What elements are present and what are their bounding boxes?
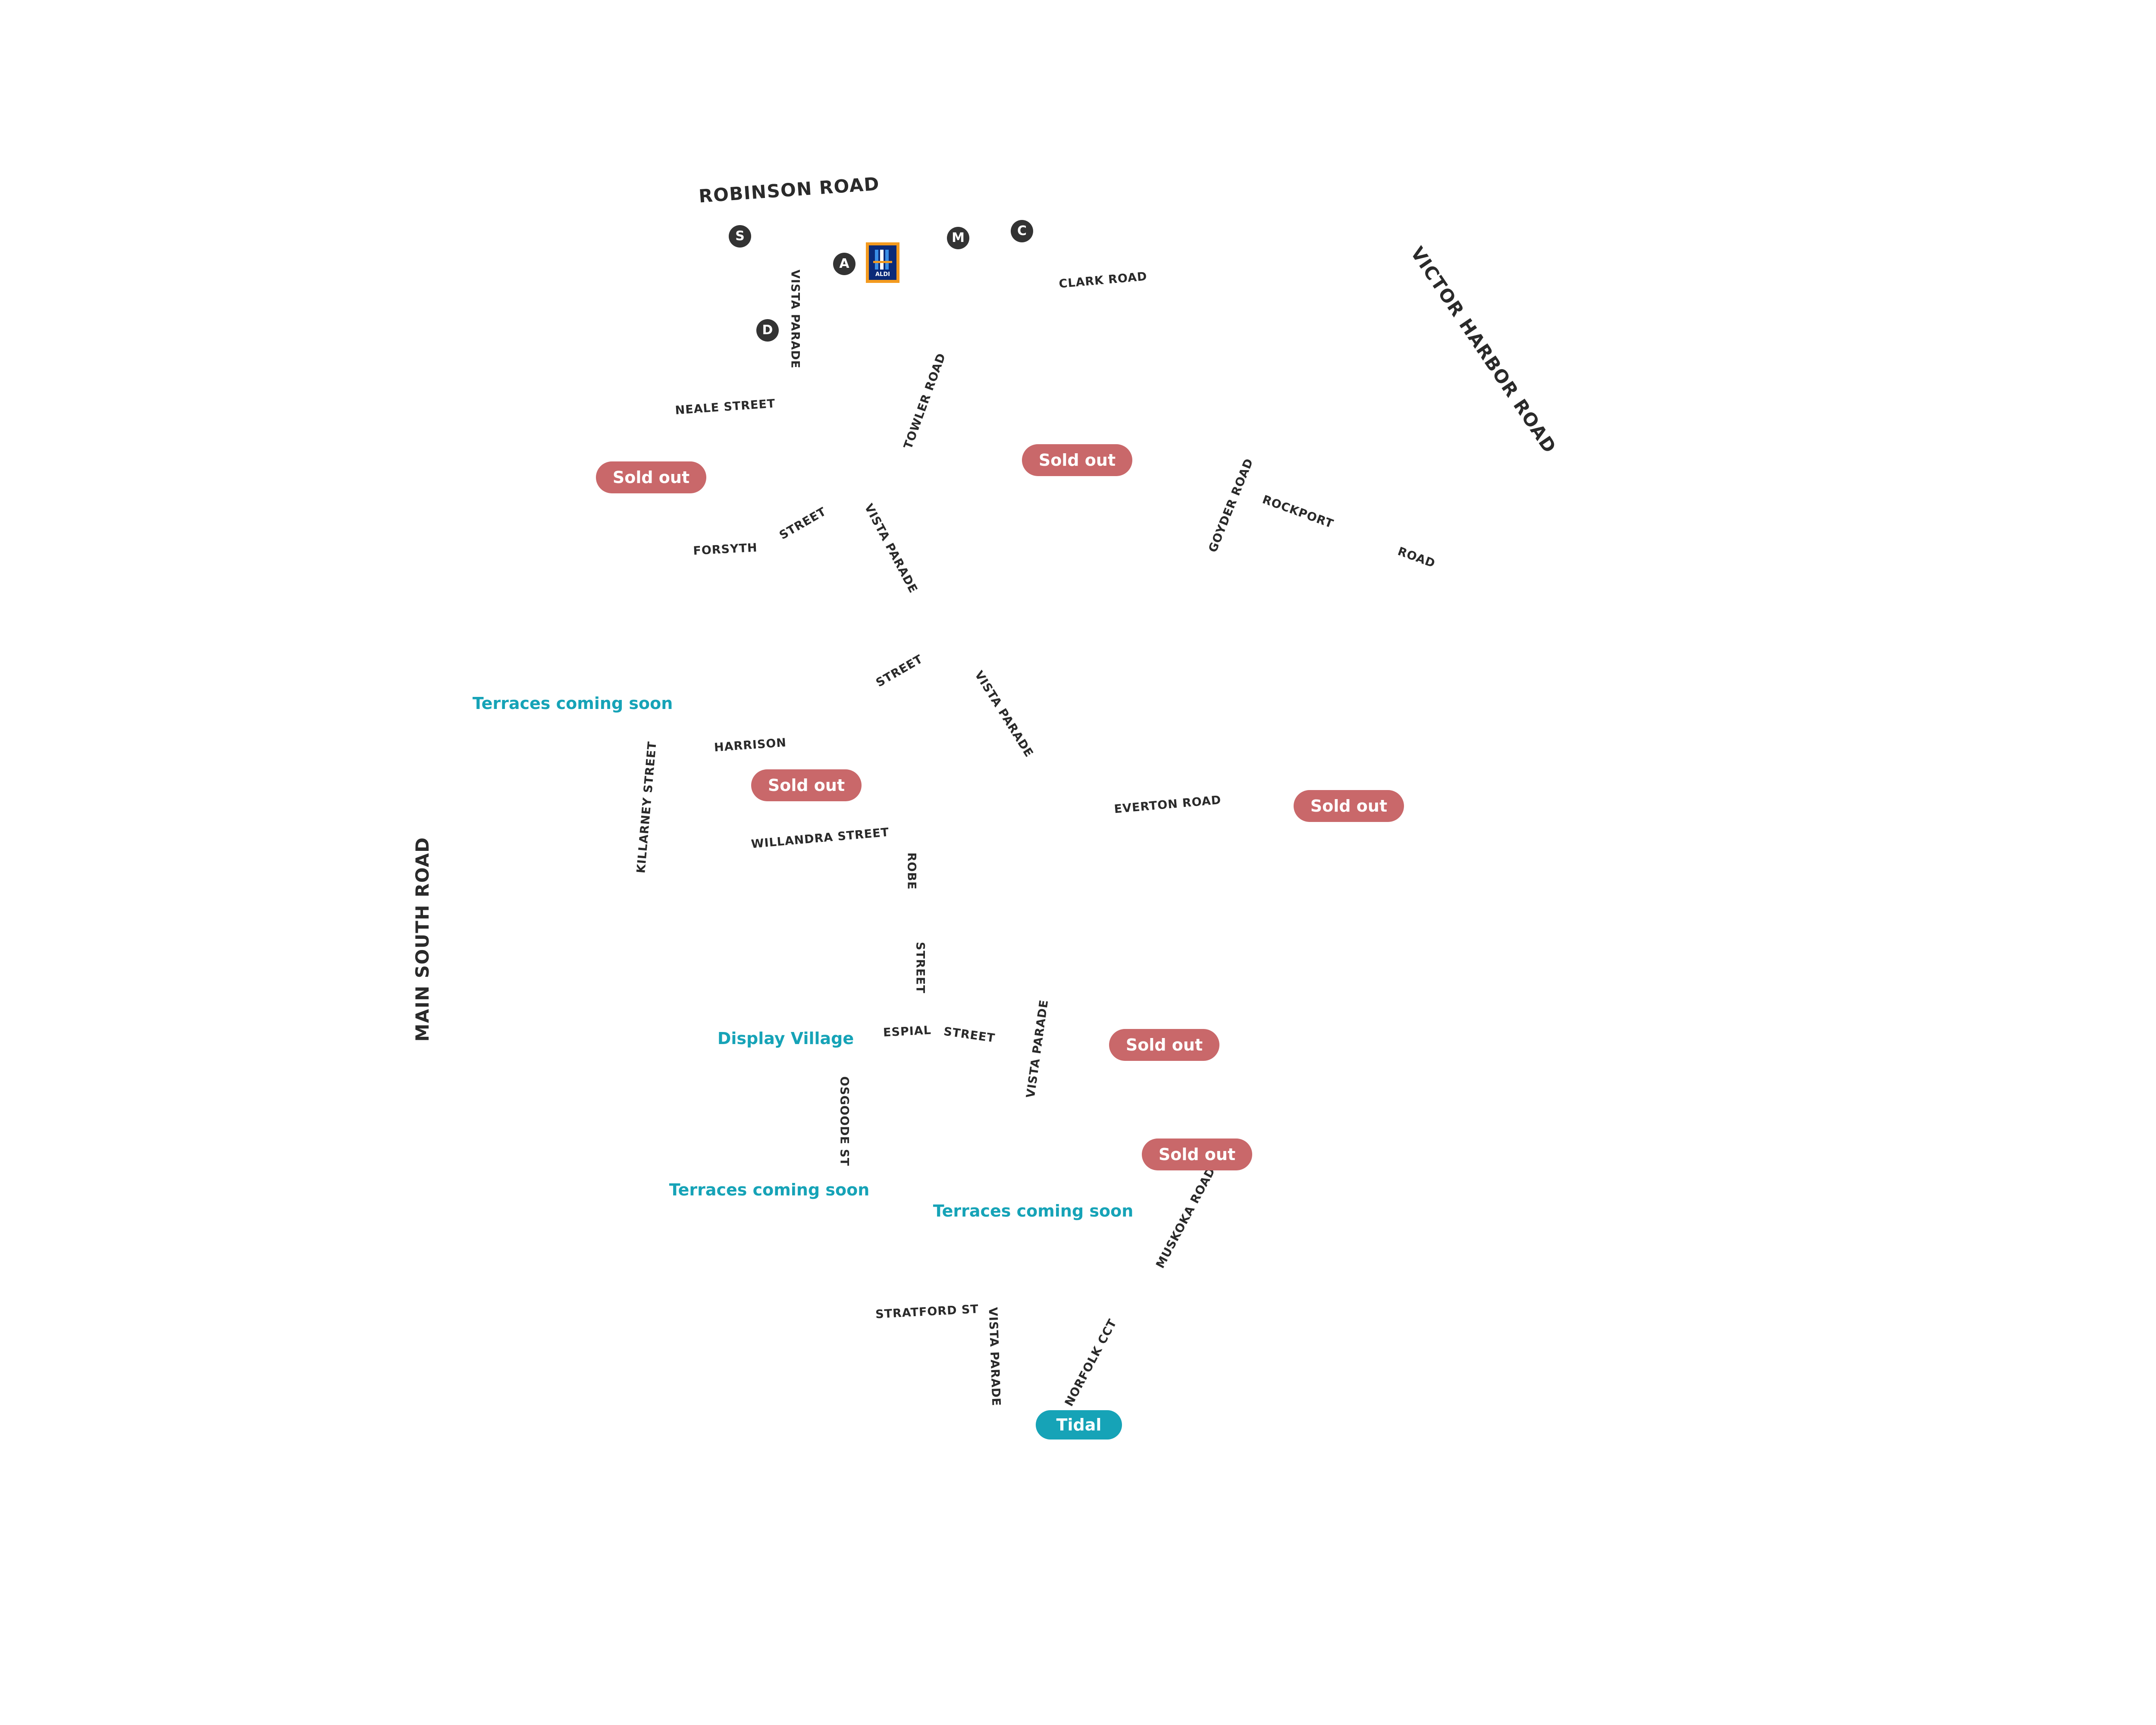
road-label-vista-parade-north: VISTA PARADE	[788, 270, 802, 369]
sold-out-badge[interactable]: Sold out	[1109, 1029, 1219, 1061]
road-label-clark-road: CLARK ROAD	[1058, 270, 1148, 291]
terraces-coming-soon-label[interactable]: Terraces coming soon	[933, 1201, 1134, 1220]
road-label-forsyth: FORSYTH	[693, 541, 758, 558]
road-label-neale-street: NEALE STREET	[674, 397, 776, 417]
road-label-rockport: ROCKPORT	[1260, 492, 1335, 531]
road-label-road: ROAD	[1396, 544, 1437, 571]
poi-marker-d[interactable]: D	[756, 319, 779, 342]
road-label-stratford-st: STRATFORD ST	[875, 1302, 979, 1321]
sold-out-badge[interactable]: Sold out	[751, 769, 862, 801]
tidal-badge[interactable]: Tidal	[1036, 1410, 1122, 1440]
terraces-coming-soon-label[interactable]: Terraces coming soon	[472, 694, 673, 713]
road-label-robe: ROBE	[905, 852, 918, 890]
road-label-killarney-street: KILLARNEY STREET	[634, 740, 659, 874]
road-label-vista-parade-3: VISTA PARADE	[971, 668, 1036, 760]
poi-marker-m[interactable]: M	[947, 227, 969, 249]
road-label-harrison: HARRISON	[714, 736, 787, 755]
road-label-muskoka-road: MUSKOKA ROAD	[1153, 1165, 1218, 1271]
aldi-logo-graphic	[869, 245, 896, 280]
road-label-willandra-street: WILLANDRA STREET	[750, 825, 890, 851]
sold-out-badge[interactable]: Sold out	[1022, 444, 1132, 476]
display-village-label[interactable]: Display Village	[717, 1029, 854, 1048]
road-label-victor-harbor-road: VICTOR HARBOR ROAD	[1406, 243, 1561, 458]
road-label-osgoode-st: OSGOODE ST	[837, 1076, 851, 1167]
road-label-robinson-road: ROBINSON ROAD	[698, 173, 881, 207]
sold-out-badge[interactable]: Sold out	[596, 461, 706, 493]
road-label-vista-parade-2: VISTA PARADE	[862, 502, 920, 596]
road-label-goyder-road: GOYDER ROAD	[1206, 456, 1256, 555]
road-label-espial: ESPIAL	[883, 1023, 932, 1040]
road-label-street-harrison: STREET	[874, 652, 925, 690]
road-label-street-robe: STREET	[913, 942, 927, 994]
sold-out-badge[interactable]: Sold out	[1142, 1138, 1252, 1170]
road-label-vista-parade-4: VISTA PARADE	[1024, 999, 1051, 1099]
road-label-street-forsyth: STREET	[777, 505, 829, 543]
road-label-towler-road: TOWLER ROAD	[901, 351, 949, 451]
terraces-coming-soon-label[interactable]: Terraces coming soon	[669, 1180, 870, 1199]
poi-marker-s[interactable]: S	[729, 225, 751, 248]
aldi-logo-text: ALDI	[875, 271, 890, 278]
road-label-everton-road: EVERTON ROAD	[1113, 793, 1222, 816]
road-label-street-espial: STREET	[943, 1025, 996, 1045]
sold-out-badge[interactable]: Sold out	[1294, 790, 1404, 822]
poi-marker-a[interactable]: A	[833, 253, 856, 275]
road-label-vista-parade-5: VISTA PARADE	[986, 1307, 1003, 1407]
road-label-main-south-road: MAIN SOUTH ROAD	[412, 837, 433, 1042]
aldi-logo-icon[interactable]: ALDI	[866, 242, 899, 283]
road-label-norfolk-cct: NORFOLK CCT	[1062, 1317, 1120, 1409]
poi-marker-c[interactable]: C	[1011, 220, 1033, 242]
